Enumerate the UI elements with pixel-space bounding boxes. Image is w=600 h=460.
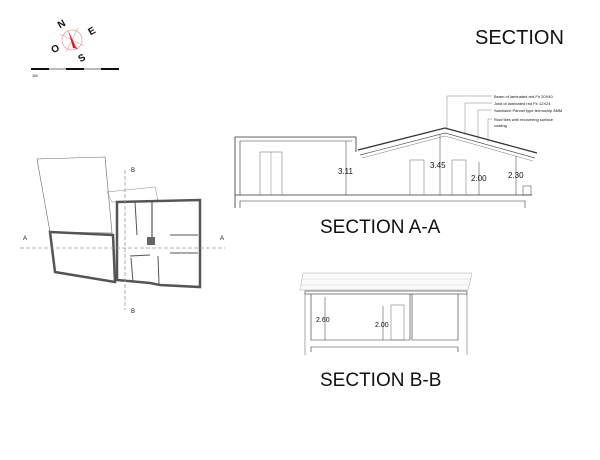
note-sandwich-panel: Sandwich Pannel type termochip 8MM — [494, 108, 562, 113]
section-bb-title: SECTION B-B — [320, 370, 441, 391]
note-beam: Beam of laminated red Fir 20X40 — [494, 94, 553, 99]
dim-2-60: 2.60 — [316, 317, 330, 324]
dim-3-11: 3.11 — [338, 167, 354, 176]
scale-bar: 1M — [31, 68, 119, 78]
section-aa-drawing: 3.11 3.45 2.00 2.30 Beam of laminated re… — [234, 94, 562, 208]
section-b-marker-top: B — [131, 168, 135, 174]
section-aa-title: SECTION A-A — [320, 217, 441, 238]
note-roof-tiles: Roof tiles with recovering surface — [494, 117, 554, 122]
compass-icon: N E O S — [50, 18, 99, 65]
svg-text:S: S — [77, 52, 89, 65]
svg-text:E: E — [87, 25, 99, 38]
section-a-marker-right: A — [220, 236, 224, 242]
dim-2-30: 2.30 — [508, 171, 524, 180]
note-coating: coating — [494, 123, 507, 128]
dim-3-45: 3.45 — [430, 161, 446, 170]
section-a-marker-left: A — [23, 236, 27, 242]
svg-text:N: N — [56, 18, 68, 31]
compass-needle — [68, 30, 78, 49]
sheet-title: SECTION — [475, 27, 564, 49]
section-b-marker-bottom: B — [131, 309, 135, 315]
dim-2-00-bb: 2.00 — [375, 322, 389, 329]
svg-text:O: O — [50, 43, 62, 57]
note-joist: Joist of laminated red Fir 12X24 — [494, 101, 551, 106]
floor-plan: A A B B — [20, 156, 225, 315]
dim-2-00: 2.00 — [471, 174, 487, 183]
svg-text:1M: 1M — [32, 73, 38, 78]
section-bb-drawing: 2.60 2.00 — [299, 272, 473, 355]
